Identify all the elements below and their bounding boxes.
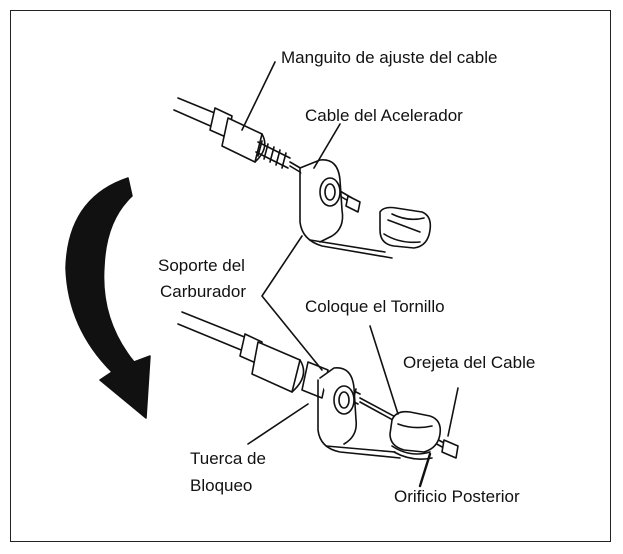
label-place-screw: Coloque el Tornillo	[305, 297, 445, 316]
diagram-frame	[10, 10, 611, 542]
label-adjuster-sleeve: Manguito de ajuste del cable	[281, 48, 498, 67]
label-carb-bracket-2: Carburador	[160, 282, 246, 301]
top-cable-assembly	[173, 61, 432, 259]
bottom-cable-assembly	[177, 311, 459, 488]
label-throttle-cable: Cable del Acelerador	[305, 106, 463, 125]
label-carb-bracket-1: Soporte del	[158, 256, 245, 275]
label-lock-nut-1: Tuerca de	[190, 449, 266, 468]
bracket-leader	[261, 235, 323, 371]
curved-rotation-arrow-icon	[65, 177, 151, 419]
label-lock-nut-2: Bloqueo	[190, 476, 253, 495]
label-cable-lug: Orejeta del Cable	[403, 353, 536, 372]
label-rear-hole: Orificio Posterior	[394, 487, 520, 506]
